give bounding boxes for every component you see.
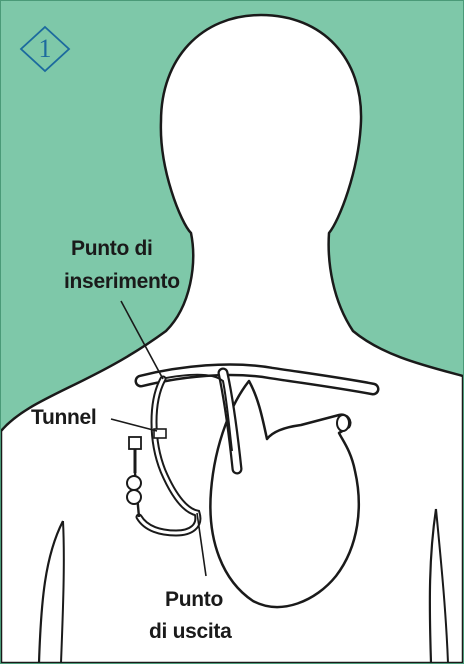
tunnel-label: Tunnel — [31, 405, 96, 430]
aorta-opening — [337, 415, 349, 431]
step-number: 1 — [19, 25, 71, 73]
insertion-point-label-line2: inserimento — [64, 269, 180, 294]
insertion-point-label-line1: Punto di — [71, 236, 153, 261]
clamp-loop-upper — [127, 476, 141, 490]
clamp-loop-lower — [127, 490, 141, 504]
exit-point-label-line1: Punto — [165, 587, 223, 612]
exit-point-label-line2: di uscita — [149, 619, 232, 644]
catheter-connector — [129, 437, 141, 449]
step-badge: 1 — [19, 25, 71, 73]
